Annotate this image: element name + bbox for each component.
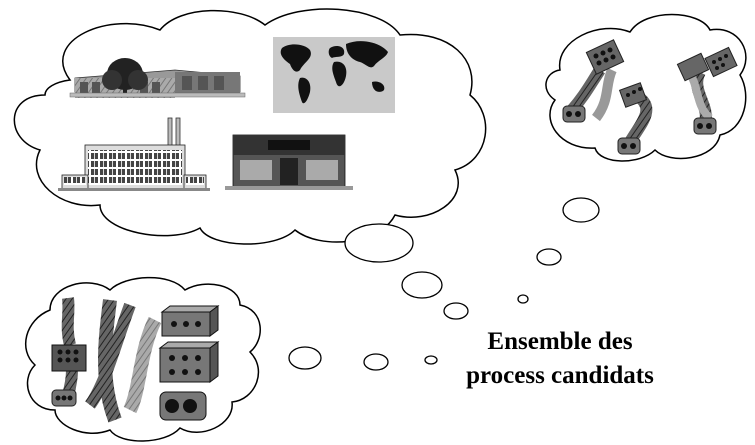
cable-bundle-bottom (51, 297, 220, 423)
cloud-companies (13, 8, 487, 245)
caption: Ensemble des process candidats (430, 325, 690, 393)
thought-bubbles (288, 197, 600, 371)
world-map-image (273, 37, 395, 113)
office-building-image (69, 58, 246, 98)
store-image (225, 134, 353, 190)
cloud-cables-top (545, 13, 747, 162)
cable-bundle-top (562, 39, 738, 155)
factory-image (58, 117, 210, 191)
caption-line-2: process candidats (466, 362, 654, 389)
caption-line-1: Ensemble des (487, 328, 633, 355)
